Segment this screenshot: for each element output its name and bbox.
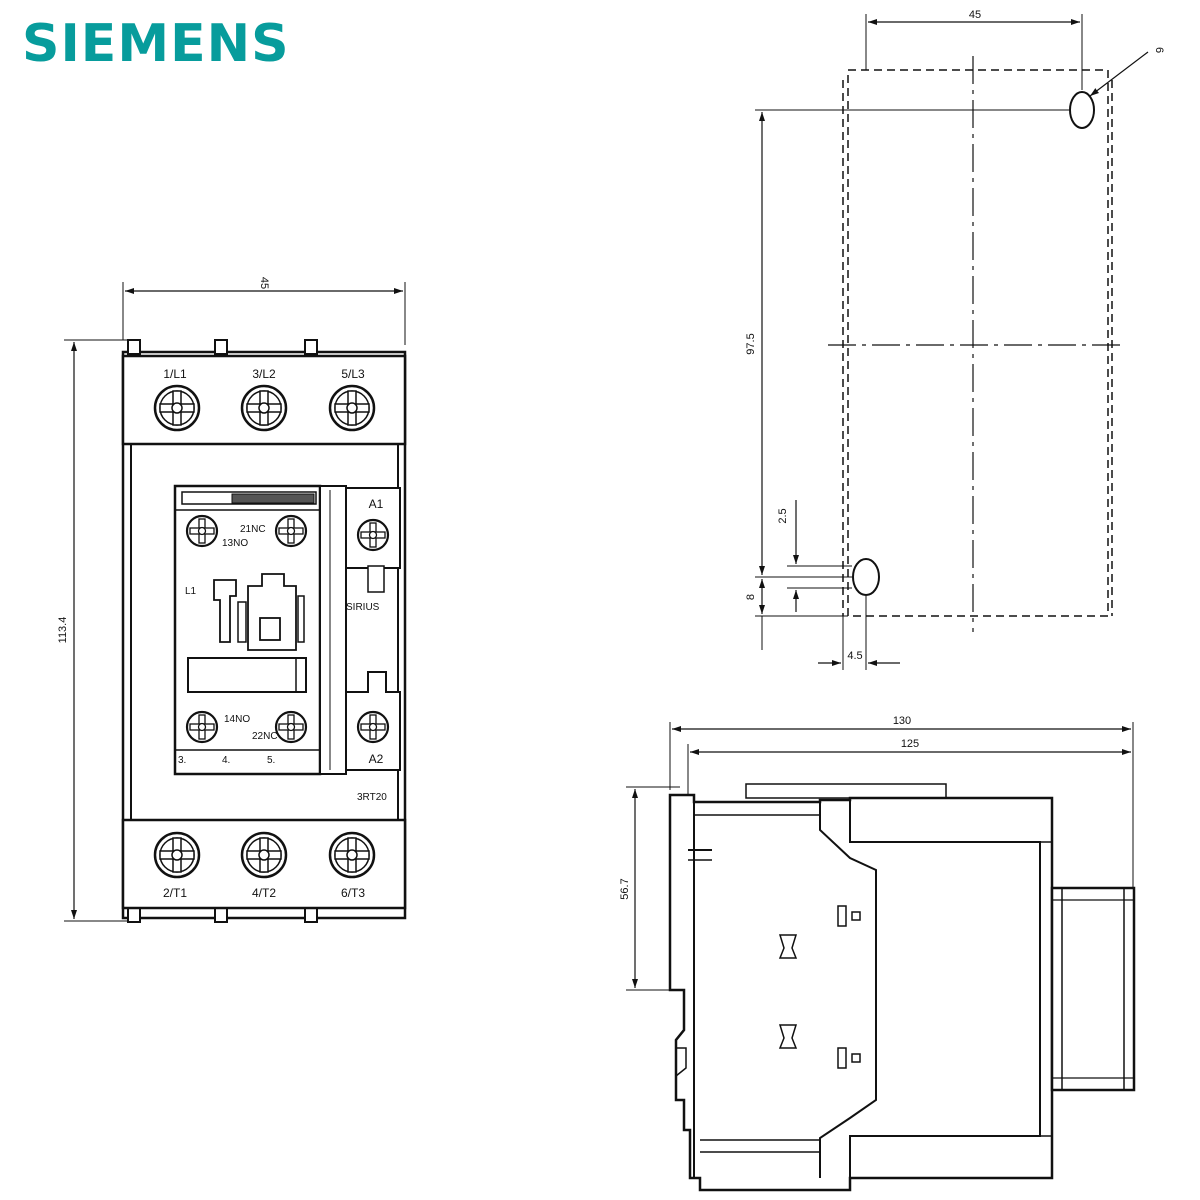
terminal-label-bottom-3: 6/T3 xyxy=(341,886,365,900)
terminal-screw-icon xyxy=(328,384,376,432)
terminal-label-bottom-2: 4/T2 xyxy=(252,886,276,900)
rail-dim: 56.7 xyxy=(619,878,631,899)
aux-screw-icon xyxy=(185,710,219,744)
mount-height-dim: 97.5 xyxy=(745,333,757,354)
coil-contact-label: L1 xyxy=(185,586,197,597)
model-label: 3RT20 xyxy=(357,792,387,803)
coil-a2-label: A2 xyxy=(369,752,384,766)
terminal-screw-icon xyxy=(240,831,288,879)
hole-dim: 6 xyxy=(1153,47,1165,53)
coil-screw-icon xyxy=(356,710,390,744)
front-view: 45 113.4 1/L1 3/L2 5/L3 21NC xyxy=(57,277,407,923)
aux-label-bottom-2: 22NC xyxy=(252,731,278,742)
aux-label-top-1: 21NC xyxy=(240,524,266,535)
overall-depth-dim: 130 xyxy=(893,715,911,727)
small-dim-a: 2.5 xyxy=(777,508,789,523)
aux-screw-icon xyxy=(274,710,308,744)
row-label: 4. xyxy=(222,755,230,766)
row-label: 3. xyxy=(178,755,186,766)
mounting-view: 45 6 97.5 2.5 8 4.5 xyxy=(745,9,1165,670)
edge-dim: 4.5 xyxy=(847,650,862,662)
row-label: 5. xyxy=(267,755,275,766)
series-label: SIRIUS xyxy=(346,602,380,613)
front-height-dim: 113.4 xyxy=(57,617,69,644)
aux-screw-icon xyxy=(185,514,219,548)
side-view: 130 125 56.7 xyxy=(619,715,1136,1192)
terminal-screw-icon xyxy=(153,384,201,432)
front-width-dim: 45 xyxy=(258,277,270,289)
terminal-label-top-1: 1/L1 xyxy=(163,367,187,381)
mount-width-dim: 45 xyxy=(969,9,981,21)
terminal-screw-icon xyxy=(153,831,201,879)
terminal-label-top-3: 5/L3 xyxy=(341,367,365,381)
coil-a1-label: A1 xyxy=(369,497,384,511)
small-dim-b: 8 xyxy=(745,594,757,600)
aux-label-bottom-1: 14NO xyxy=(224,714,250,725)
terminal-label-bottom-1: 2/T1 xyxy=(163,886,187,900)
aux-screw-icon xyxy=(274,514,308,548)
depth-dim: 125 xyxy=(901,738,919,750)
coil-screw-icon xyxy=(356,518,390,552)
terminal-screw-icon xyxy=(328,831,376,879)
terminal-screw-icon xyxy=(240,384,288,432)
aux-label-top-2: 13NO xyxy=(222,538,248,549)
terminal-label-top-2: 3/L2 xyxy=(252,367,276,381)
siemens-logo: SIEMENS xyxy=(22,14,290,74)
